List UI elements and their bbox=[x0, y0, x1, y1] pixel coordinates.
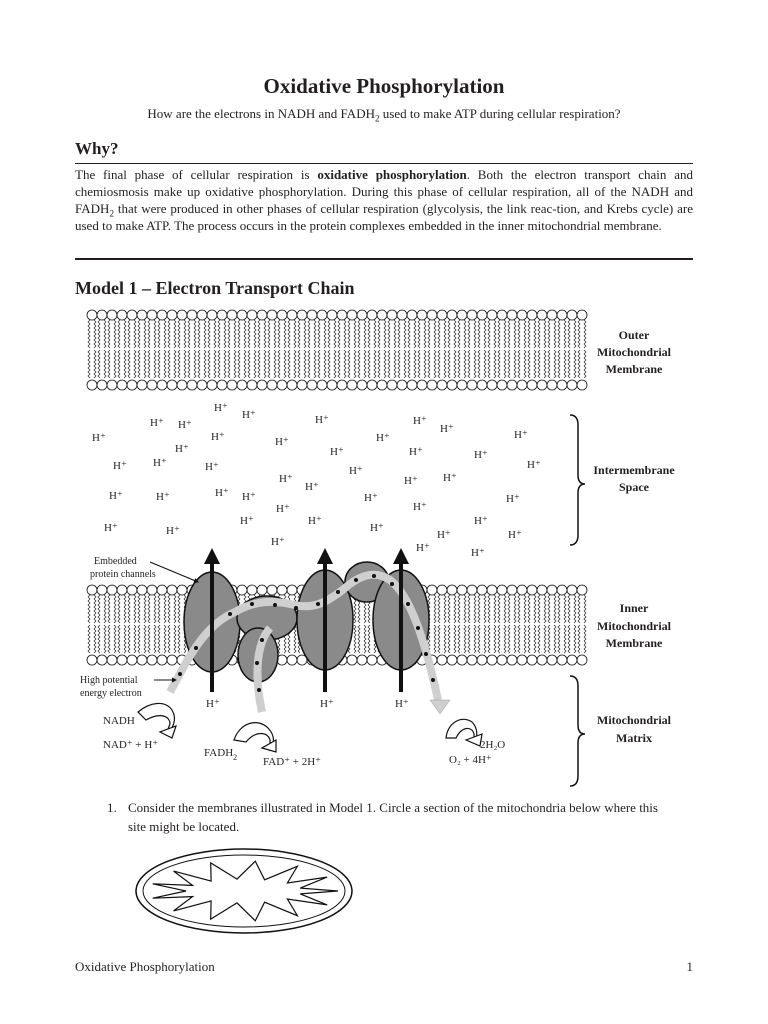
label-fadh2-sub: 2 bbox=[233, 753, 237, 762]
label-o2: O₂ + 4H⁺ bbox=[449, 754, 492, 766]
electron-path-arrowhead bbox=[430, 700, 450, 714]
hplus-ion: H⁺ bbox=[242, 491, 256, 503]
hplus-ion: H⁺ bbox=[474, 515, 488, 527]
label-high-1: High potential bbox=[80, 675, 138, 686]
hplus-ion: H⁺ bbox=[279, 473, 293, 485]
label-outer-3: Membrane bbox=[606, 362, 663, 376]
hplus-ion: H⁺ bbox=[175, 443, 189, 455]
hplus-ion: H⁺ bbox=[305, 481, 319, 493]
brace-matrix bbox=[570, 676, 585, 786]
proton-group: H⁺ H⁺ H⁺ H⁺ H⁺ H⁺ H⁺ H⁺ H⁺ H⁺ H⁺ H⁺ H⁺ H⁺ H⁺ H⁺ H⁺ H⁺ H⁺ H⁺… bbox=[92, 402, 541, 559]
hplus-ion: H⁺ bbox=[364, 492, 378, 504]
hplus-ion: H⁺ bbox=[153, 457, 167, 469]
hplus-ion: H⁺ bbox=[275, 436, 289, 448]
mito-outer bbox=[136, 849, 352, 933]
hplus-ion: H⁺ bbox=[242, 409, 256, 421]
hplus-ion: H⁺ bbox=[474, 449, 488, 461]
footer-title: Oxidative Phosphorylation bbox=[75, 959, 215, 975]
fadh2-arrowhead bbox=[262, 740, 276, 752]
mitochondrion-sketch bbox=[136, 849, 352, 933]
label-outer-1: Outer bbox=[619, 328, 650, 342]
hplus-ion: H⁺ bbox=[437, 529, 451, 541]
label-inter-1: Intermembrane bbox=[593, 463, 675, 477]
label-embedded-2: protein channels bbox=[90, 569, 156, 580]
hplus-ion: H⁺ bbox=[409, 446, 423, 458]
hplus-ion: H⁺ bbox=[240, 515, 254, 527]
question-text: Consider the membranes illustrated in Mo… bbox=[128, 798, 668, 836]
label-matrix-1: Mitochondrial bbox=[597, 713, 672, 727]
label-fad: FAD⁺ + 2H⁺ bbox=[263, 756, 321, 768]
hplus-ion: H⁺ bbox=[508, 529, 522, 541]
label-nad: NAD⁺ + H⁺ bbox=[103, 739, 158, 751]
hplus-ion: H⁺ bbox=[315, 414, 329, 426]
brace-intermembrane bbox=[570, 415, 585, 545]
hplus-ion: H⁺ bbox=[92, 432, 106, 444]
hplus-ion: H⁺ bbox=[471, 547, 485, 559]
question-number: 1. bbox=[107, 798, 117, 817]
hplus-ion: H⁺ bbox=[113, 460, 127, 472]
hplus-below-3: H⁺ bbox=[395, 698, 409, 710]
label-high-2: energy electron bbox=[80, 688, 142, 699]
embedded-pointer bbox=[150, 562, 198, 582]
hplus-ion: H⁺ bbox=[271, 536, 285, 548]
hplus-ion: H⁺ bbox=[109, 490, 123, 502]
hplus-ion: H⁺ bbox=[349, 465, 363, 477]
hplus-ion: H⁺ bbox=[150, 417, 164, 429]
hplus-ion: H⁺ bbox=[215, 487, 229, 499]
hplus-below-1: H⁺ bbox=[206, 698, 220, 710]
reaction-arrows bbox=[138, 703, 482, 752]
label-inner-2: Mitochondrial bbox=[597, 619, 672, 633]
hplus-ion: H⁺ bbox=[211, 431, 225, 443]
hplus-ion: H⁺ bbox=[214, 402, 228, 414]
hplus-ion: H⁺ bbox=[443, 472, 457, 484]
mito-inner bbox=[143, 855, 345, 927]
hplus-ion: H⁺ bbox=[276, 503, 290, 515]
hplus-ion: H⁺ bbox=[370, 522, 384, 534]
hplus-ion: H⁺ bbox=[205, 461, 219, 473]
hplus-ion: H⁺ bbox=[413, 415, 427, 427]
label-embedded-1: Embedded bbox=[94, 556, 137, 567]
label-h2o: 2H₂O bbox=[480, 739, 505, 751]
label-nadh: NADH bbox=[103, 715, 135, 727]
hplus-ion: H⁺ bbox=[376, 432, 390, 444]
hplus-below-2: H⁺ bbox=[320, 698, 334, 710]
label-fadh2: FADH2 bbox=[204, 747, 237, 762]
hplus-ion: H⁺ bbox=[308, 515, 322, 527]
hplus-ion: H⁺ bbox=[166, 525, 180, 537]
label-inner-1: Inner bbox=[620, 601, 649, 615]
hplus-ion: H⁺ bbox=[104, 522, 118, 534]
hplus-ion: H⁺ bbox=[514, 429, 528, 441]
label-fadh2-main: FADH bbox=[204, 747, 233, 759]
outer-membrane-bilayer bbox=[87, 310, 587, 390]
hplus-ion: H⁺ bbox=[413, 501, 427, 513]
hplus-ion: H⁺ bbox=[527, 459, 541, 471]
hplus-ion: H⁺ bbox=[416, 542, 430, 554]
footer-page-number: 1 bbox=[687, 959, 694, 975]
hplus-ion: H⁺ bbox=[440, 423, 454, 435]
label-inner-3: Membrane bbox=[606, 636, 663, 650]
label-matrix-2: Matrix bbox=[616, 731, 652, 745]
label-inter-2: Space bbox=[619, 480, 650, 494]
label-outer-2: Mitochondrial bbox=[597, 345, 672, 359]
mito-cristae bbox=[153, 861, 338, 921]
hplus-ion: H⁺ bbox=[178, 419, 192, 431]
hplus-ion: H⁺ bbox=[506, 493, 520, 505]
hplus-ion: H⁺ bbox=[330, 446, 344, 458]
hplus-ion: H⁺ bbox=[404, 475, 418, 487]
hplus-ion: H⁺ bbox=[156, 491, 170, 503]
